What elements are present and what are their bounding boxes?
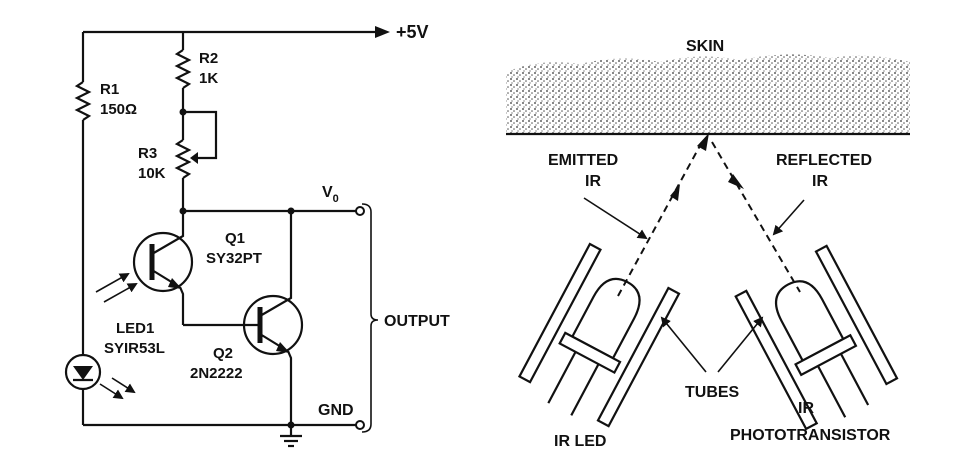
output-label: OUTPUT (384, 313, 450, 330)
r3-value: 10K (138, 165, 166, 182)
q1-emitter-lead (178, 286, 185, 325)
output-brace (361, 203, 379, 433)
ir-photo-label-line2: PHOTOTRANSISTOR (730, 427, 891, 444)
led-emission-arrow-2 (111, 377, 136, 394)
q2-part: 2N2222 (190, 365, 243, 382)
sensor-diagram: SKIN EMITTED (506, 35, 910, 450)
led1-name: LED1 (116, 320, 154, 337)
circuit-schematic: +5V R1 150Ω R2 1K R3 10K Q1 SY32PT LED1 … (64, 22, 450, 448)
r2-value: 1K (199, 70, 218, 87)
tubes-pointer-right (717, 316, 764, 373)
phototransistor-leg-2 (839, 353, 870, 406)
tube-wall-right (814, 244, 899, 386)
q1-collector (151, 211, 185, 255)
r1-resistor (74, 81, 92, 121)
tubes-pointer-left (660, 316, 707, 373)
q2-emitter-lead (286, 350, 293, 425)
ir-led-assembly (517, 242, 681, 428)
ir-led-leg-2 (570, 363, 600, 416)
r3-name: R3 (138, 145, 157, 162)
skin-label: SKIN (686, 38, 724, 55)
supply-arrow-icon (375, 26, 390, 38)
ir-led-leg-1 (547, 351, 577, 404)
q2-name: Q2 (213, 345, 233, 362)
reflected-label-line2: IR (812, 173, 828, 190)
reflected-label-line1: REFLECTED (776, 152, 872, 169)
r2-resistor (174, 49, 192, 89)
wiper-arrow-icon (190, 152, 198, 164)
skin-label-bg (682, 35, 736, 55)
tubes-label: TUBES (685, 384, 740, 401)
emitted-ir-beam (617, 141, 703, 297)
led-emission-arrow-1 (99, 383, 124, 400)
tube-wall-right (596, 286, 681, 428)
supply-label: +5V (396, 22, 429, 42)
led1-diode-icon (73, 366, 93, 380)
q2-collector (259, 211, 293, 317)
ir-led-flange (558, 331, 622, 375)
led1-part: SYIR53L (104, 340, 165, 357)
q2-body (242, 294, 304, 356)
gnd-label: GND (318, 402, 354, 419)
gnd-terminal (355, 420, 365, 430)
emitted-beam-arrow-icon (697, 133, 709, 151)
emitted-beam-mid-arrow-icon (670, 184, 680, 201)
reflected-ir-beam (711, 141, 801, 293)
r3-wiper-loop (183, 110, 218, 160)
light-in-arrow-2 (103, 283, 138, 303)
ir-led-label: IR LED (554, 433, 606, 450)
phototransistor-flange (794, 333, 858, 377)
phototransistor-dome (774, 280, 845, 363)
vo-terminal (355, 206, 365, 216)
emitted-label-line2: IR (585, 173, 601, 190)
ground-icon (280, 434, 302, 448)
emitted-label-line1: EMITTED (548, 152, 618, 169)
tube-wall-left (517, 242, 602, 384)
phototransistor-leg-1 (816, 365, 847, 418)
skin-area (506, 54, 910, 134)
ir-led-dome (570, 277, 641, 360)
q2-emitter-arrow-icon (276, 342, 290, 353)
ir-phototransistor-assembly (734, 244, 899, 431)
q1-part: SY32PT (206, 250, 262, 267)
light-in-arrow-1 (95, 273, 130, 293)
ir-photo-label-line1: IR (798, 400, 814, 417)
emitted-pointer-arrow (583, 197, 648, 240)
q1-name: Q1 (225, 230, 245, 247)
q1-emitter-arrow-icon (168, 278, 182, 289)
r1-value: 150Ω (100, 101, 137, 118)
vo-label: V0 (322, 184, 339, 205)
r2-name: R2 (199, 50, 218, 67)
reflected-beam-arrow-icon (728, 174, 744, 189)
reflected-pointer-arrow (772, 199, 805, 236)
r1-name: R1 (100, 81, 119, 98)
r3-resistor (174, 139, 192, 179)
q1-body (132, 231, 194, 293)
